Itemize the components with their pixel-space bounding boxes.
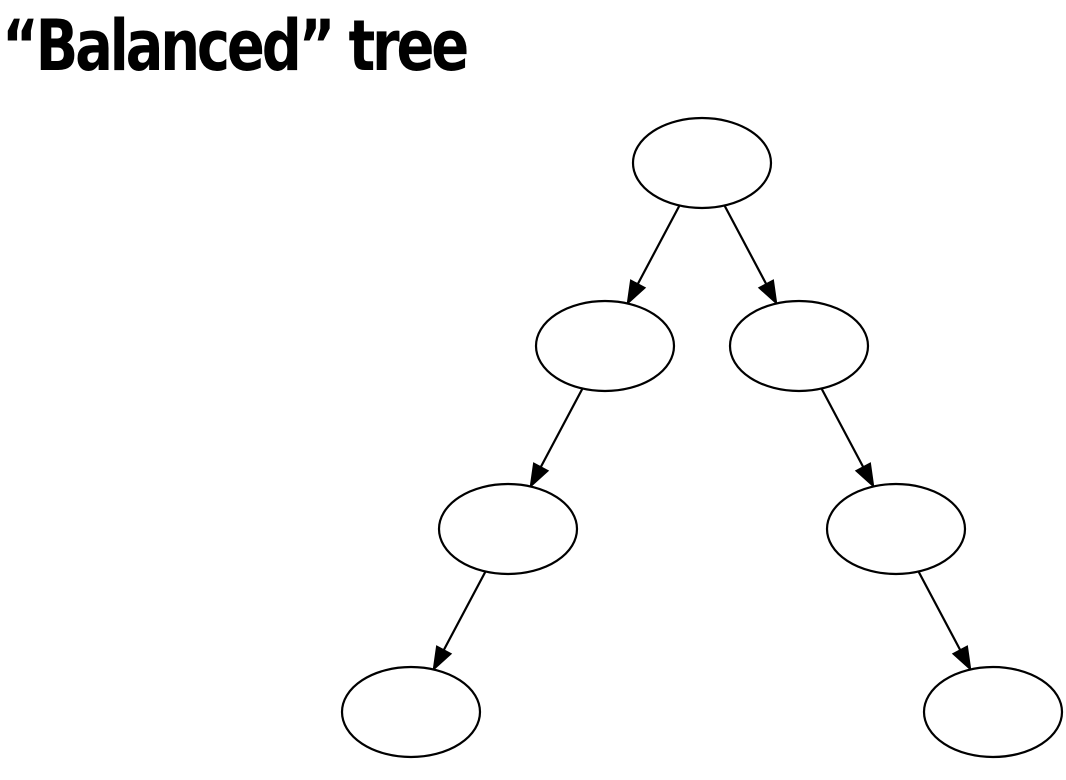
tree-node-left-1 (534, 299, 676, 393)
tree-node-left-2 (437, 482, 579, 576)
edge-left-1-to-left-2 (529, 387, 584, 489)
slide-title: “Balanced” tree (2, 5, 469, 87)
edge-right-1-to-right-2 (820, 387, 875, 489)
edge-line (820, 387, 865, 468)
arrowhead-icon (529, 462, 550, 489)
tree-node-left-3 (340, 665, 482, 759)
edge-line (723, 204, 768, 285)
edge-line (539, 387, 584, 468)
arrowhead-icon (951, 645, 972, 672)
arrowhead-icon (757, 279, 778, 306)
edge-left-2-to-left-3 (432, 570, 487, 672)
arrowhead-icon (854, 462, 875, 489)
edge-root-to-left-1 (626, 204, 681, 306)
tree-node-right-1 (728, 299, 870, 393)
edge-line (917, 570, 962, 651)
tree-node-root (631, 116, 773, 210)
arrowhead-icon (626, 279, 647, 306)
tree-node-right-2 (825, 482, 967, 576)
edge-root-to-right-1 (723, 204, 778, 306)
edge-line (636, 204, 681, 285)
edge-line (442, 570, 487, 651)
arrowhead-icon (432, 645, 453, 672)
edges-layer (432, 204, 972, 672)
tree-node-right-3 (922, 665, 1064, 759)
nodes-layer (340, 116, 1064, 759)
edge-right-2-to-right-3 (917, 570, 972, 672)
